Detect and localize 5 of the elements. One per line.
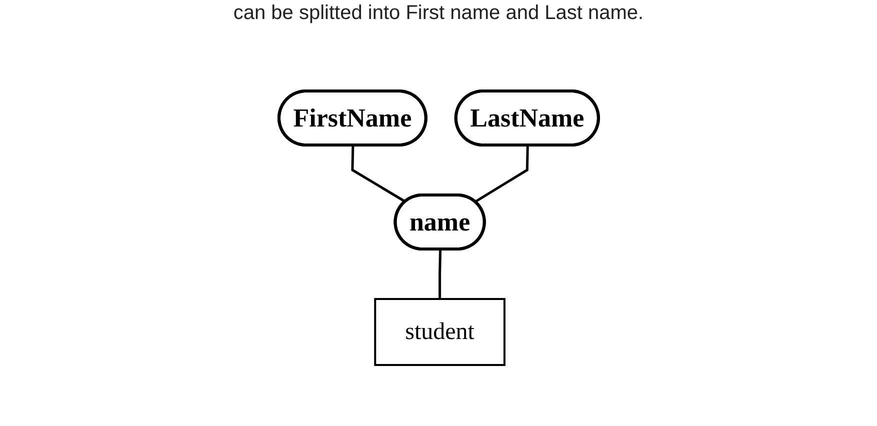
- connector: [474, 145, 529, 203]
- node-box: student: [374, 298, 506, 366]
- connector: [350, 145, 406, 203]
- connector: [438, 249, 442, 299]
- note-text: can be splitted into First name and Last name.: [233, 2, 644, 25]
